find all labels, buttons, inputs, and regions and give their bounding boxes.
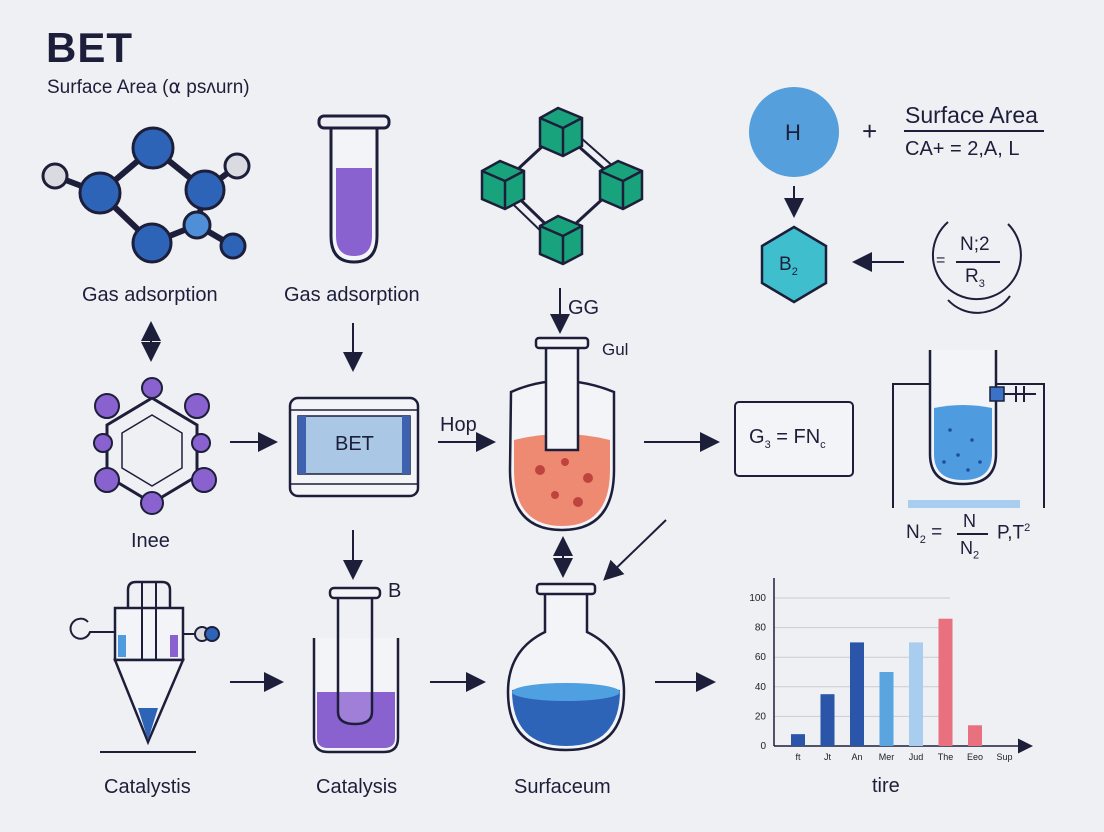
beaker-apparatus-icon [892,350,1045,508]
n2-numerator: N [963,511,976,531]
label-gg: GG [568,297,600,319]
label-catalysis: Catalysis [316,776,398,798]
chart-x-tick-label: An [851,752,862,762]
cage-molecule-icon [93,377,217,515]
chart-bar [938,618,953,746]
chart-x-tick-label: Jud [909,752,924,762]
reactor-column-icon [69,580,220,753]
label-inee: Inee [131,530,170,552]
page-title: BET [46,24,133,71]
chart-bar [968,725,982,746]
reaction-flask-icon [508,336,616,532]
fraction-numerator: N;2 [960,234,990,255]
h-circle-label: H [785,120,801,145]
surface-area-heading: Surface Area [905,102,1038,128]
page-subtitle: Surface Area (⍺ psʌurn) [47,77,250,98]
label-gas-adsorption-2: Gas adsorption [284,284,420,306]
cube-lattice-icon [480,106,644,266]
bar-chart: 0 20 40 60 80 100 ft Jt An Mer Jud The Eeo Sup [749,578,1033,762]
molecule-icon [41,126,251,264]
chart-y-tick-label: 20 [755,711,767,722]
beaker-tube-icon [312,586,400,754]
chart-y-tick-label: 60 [755,652,767,663]
label-gul: Gul [602,340,629,359]
test-tube-icon [317,114,391,264]
n2-equation-left: N2 = [906,522,943,546]
label-surfaceum: Surfaceum [514,776,611,798]
label-bet-instrument: BET [335,433,374,455]
label-b: B [388,580,402,602]
label-catalystis: Catalystis [104,776,191,798]
chart-x-tick-label: ft [795,752,801,762]
round-flask-icon [506,582,626,752]
chart-y-tick-label: 40 [755,682,767,693]
fraction-equals: = [936,252,946,269]
h-circle [749,87,839,177]
b2-hexagon [760,225,828,304]
plus-sign: + [862,116,878,146]
chart-xlabel: tire [872,775,900,797]
ca-equation: CA+ = 2,A, L [905,138,1020,160]
chart-x-tick-label: Mer [879,752,895,762]
chart-x-tick-label: Sup [996,752,1012,762]
b2-label: B2 [779,254,798,278]
g-equation: G3 = FNc [749,426,826,451]
chart-y-tick-label: 80 [755,623,767,634]
chart-y-tick-label: 0 [760,741,766,752]
n2-tail: P,T2 [997,522,1031,544]
fraction-denominator: R3 [965,266,985,290]
chart-bar [909,642,923,746]
chart-y-tick-label: 100 [749,593,766,604]
chart-bar [850,642,864,746]
n2-denominator: N2 [960,538,980,562]
equation-box [734,401,854,477]
chart-bar [820,694,835,746]
label-hop: Hop [440,414,477,436]
chart-x-tick-label: The [938,752,954,762]
chart-bar [879,672,894,746]
label-gas-adsorption-1: Gas adsorption [82,284,218,306]
chart-bar [791,734,805,746]
chart-x-tick-label: Eeo [967,752,983,762]
bet-instrument-icon [288,396,420,498]
chart-x-tick-label: Jt [824,752,832,762]
